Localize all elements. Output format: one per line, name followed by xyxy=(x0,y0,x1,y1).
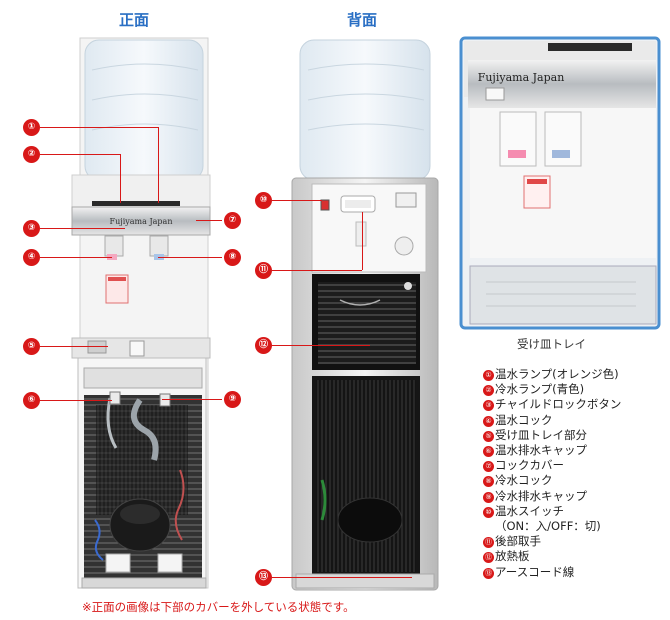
legend-number: ⑩ xyxy=(483,506,494,518)
front-panel-brand: Fujiyama Japan xyxy=(110,217,173,226)
legend-number: ① xyxy=(483,370,494,381)
legend-label: 放熱板 xyxy=(495,549,530,564)
legend-number: ⑪ xyxy=(483,537,494,549)
front-bottle xyxy=(84,39,204,181)
legend-label: 後部取手 xyxy=(495,534,541,549)
drip-tray xyxy=(469,265,657,325)
marker-5: ⑤ xyxy=(23,338,40,355)
marker-4: ④ xyxy=(23,249,40,266)
legend-number: ⑧ xyxy=(483,476,494,488)
back-hot-switch xyxy=(320,199,330,211)
leader-13 xyxy=(272,577,412,578)
legend-number: ④ xyxy=(483,415,494,427)
legend-label: 温水ランプ(オレンジ色) xyxy=(495,367,619,381)
legend-number: ② xyxy=(483,385,494,397)
marker-2: ② xyxy=(23,146,40,163)
legend-sub-note: （ON：入/OFF：切) xyxy=(495,519,601,534)
front-unit xyxy=(71,37,211,589)
legend-number: ⑤ xyxy=(483,430,494,442)
legend-label: 冷水排水キャップ xyxy=(495,488,587,503)
legend-number: ⑥ xyxy=(483,446,494,458)
leader-3 xyxy=(40,228,125,229)
legend-label: アースコード線 xyxy=(495,564,575,579)
back-heading: 背面 xyxy=(347,11,378,29)
footer-note: ※正面の画像は下部のカバーを外している状態です。 xyxy=(82,600,355,614)
marker-1: ① xyxy=(23,119,40,136)
leader-9 xyxy=(162,399,222,400)
photo-panel-brand: Fujiyama Japan xyxy=(478,71,565,84)
legend-label: 温水コック xyxy=(495,412,553,427)
leader-4 xyxy=(40,257,112,258)
marker-7: ⑦ xyxy=(224,212,241,229)
marker-6: ⑥ xyxy=(23,392,40,409)
legend-label: 温水排水キャップ xyxy=(495,443,587,458)
legend-label: 温水スイッチ xyxy=(495,503,564,518)
leader-7 xyxy=(196,220,222,221)
marker-9: ⑨ xyxy=(224,391,241,408)
marker-13: ⑬ xyxy=(255,569,272,586)
legend-number: ⑦ xyxy=(483,461,494,473)
tray-photo xyxy=(459,36,661,330)
legend-label: 受け皿トレイ部分 xyxy=(495,427,587,442)
legend-label: チャイルドロックボタン xyxy=(495,397,622,412)
leader-1-drop xyxy=(158,127,159,203)
legend-number: ③ xyxy=(483,400,494,412)
leader-2-drop xyxy=(120,154,121,203)
legend-label: 冷水コック xyxy=(495,473,553,488)
leader-11 xyxy=(272,270,362,271)
legend-number: ⑫ xyxy=(483,552,494,564)
marker-10: ⑩ xyxy=(255,192,272,209)
leader-5 xyxy=(40,346,108,347)
marker-12: ⑫ xyxy=(255,337,272,354)
legend-number: ⑬ xyxy=(483,567,494,579)
leader-11-rise xyxy=(362,212,363,270)
legend-label: コックカバー xyxy=(495,458,564,473)
marker-3: ③ xyxy=(23,220,40,237)
leader-2 xyxy=(40,154,120,155)
front-control-panel xyxy=(71,206,211,236)
legend-number: ⑨ xyxy=(483,491,494,503)
marker-8: ⑧ xyxy=(224,249,241,266)
leader-8 xyxy=(158,257,222,258)
legend-label: 冷水ランプ(青色) xyxy=(495,382,585,397)
tray-caption: 受け皿トレイ xyxy=(517,337,586,351)
leader-6 xyxy=(40,400,112,401)
back-unit xyxy=(291,39,439,591)
leader-10 xyxy=(272,200,322,201)
front-heading: 正面 xyxy=(119,11,150,29)
leader-12 xyxy=(272,345,370,346)
marker-11: ⑪ xyxy=(255,262,272,279)
leader-1 xyxy=(40,127,158,128)
